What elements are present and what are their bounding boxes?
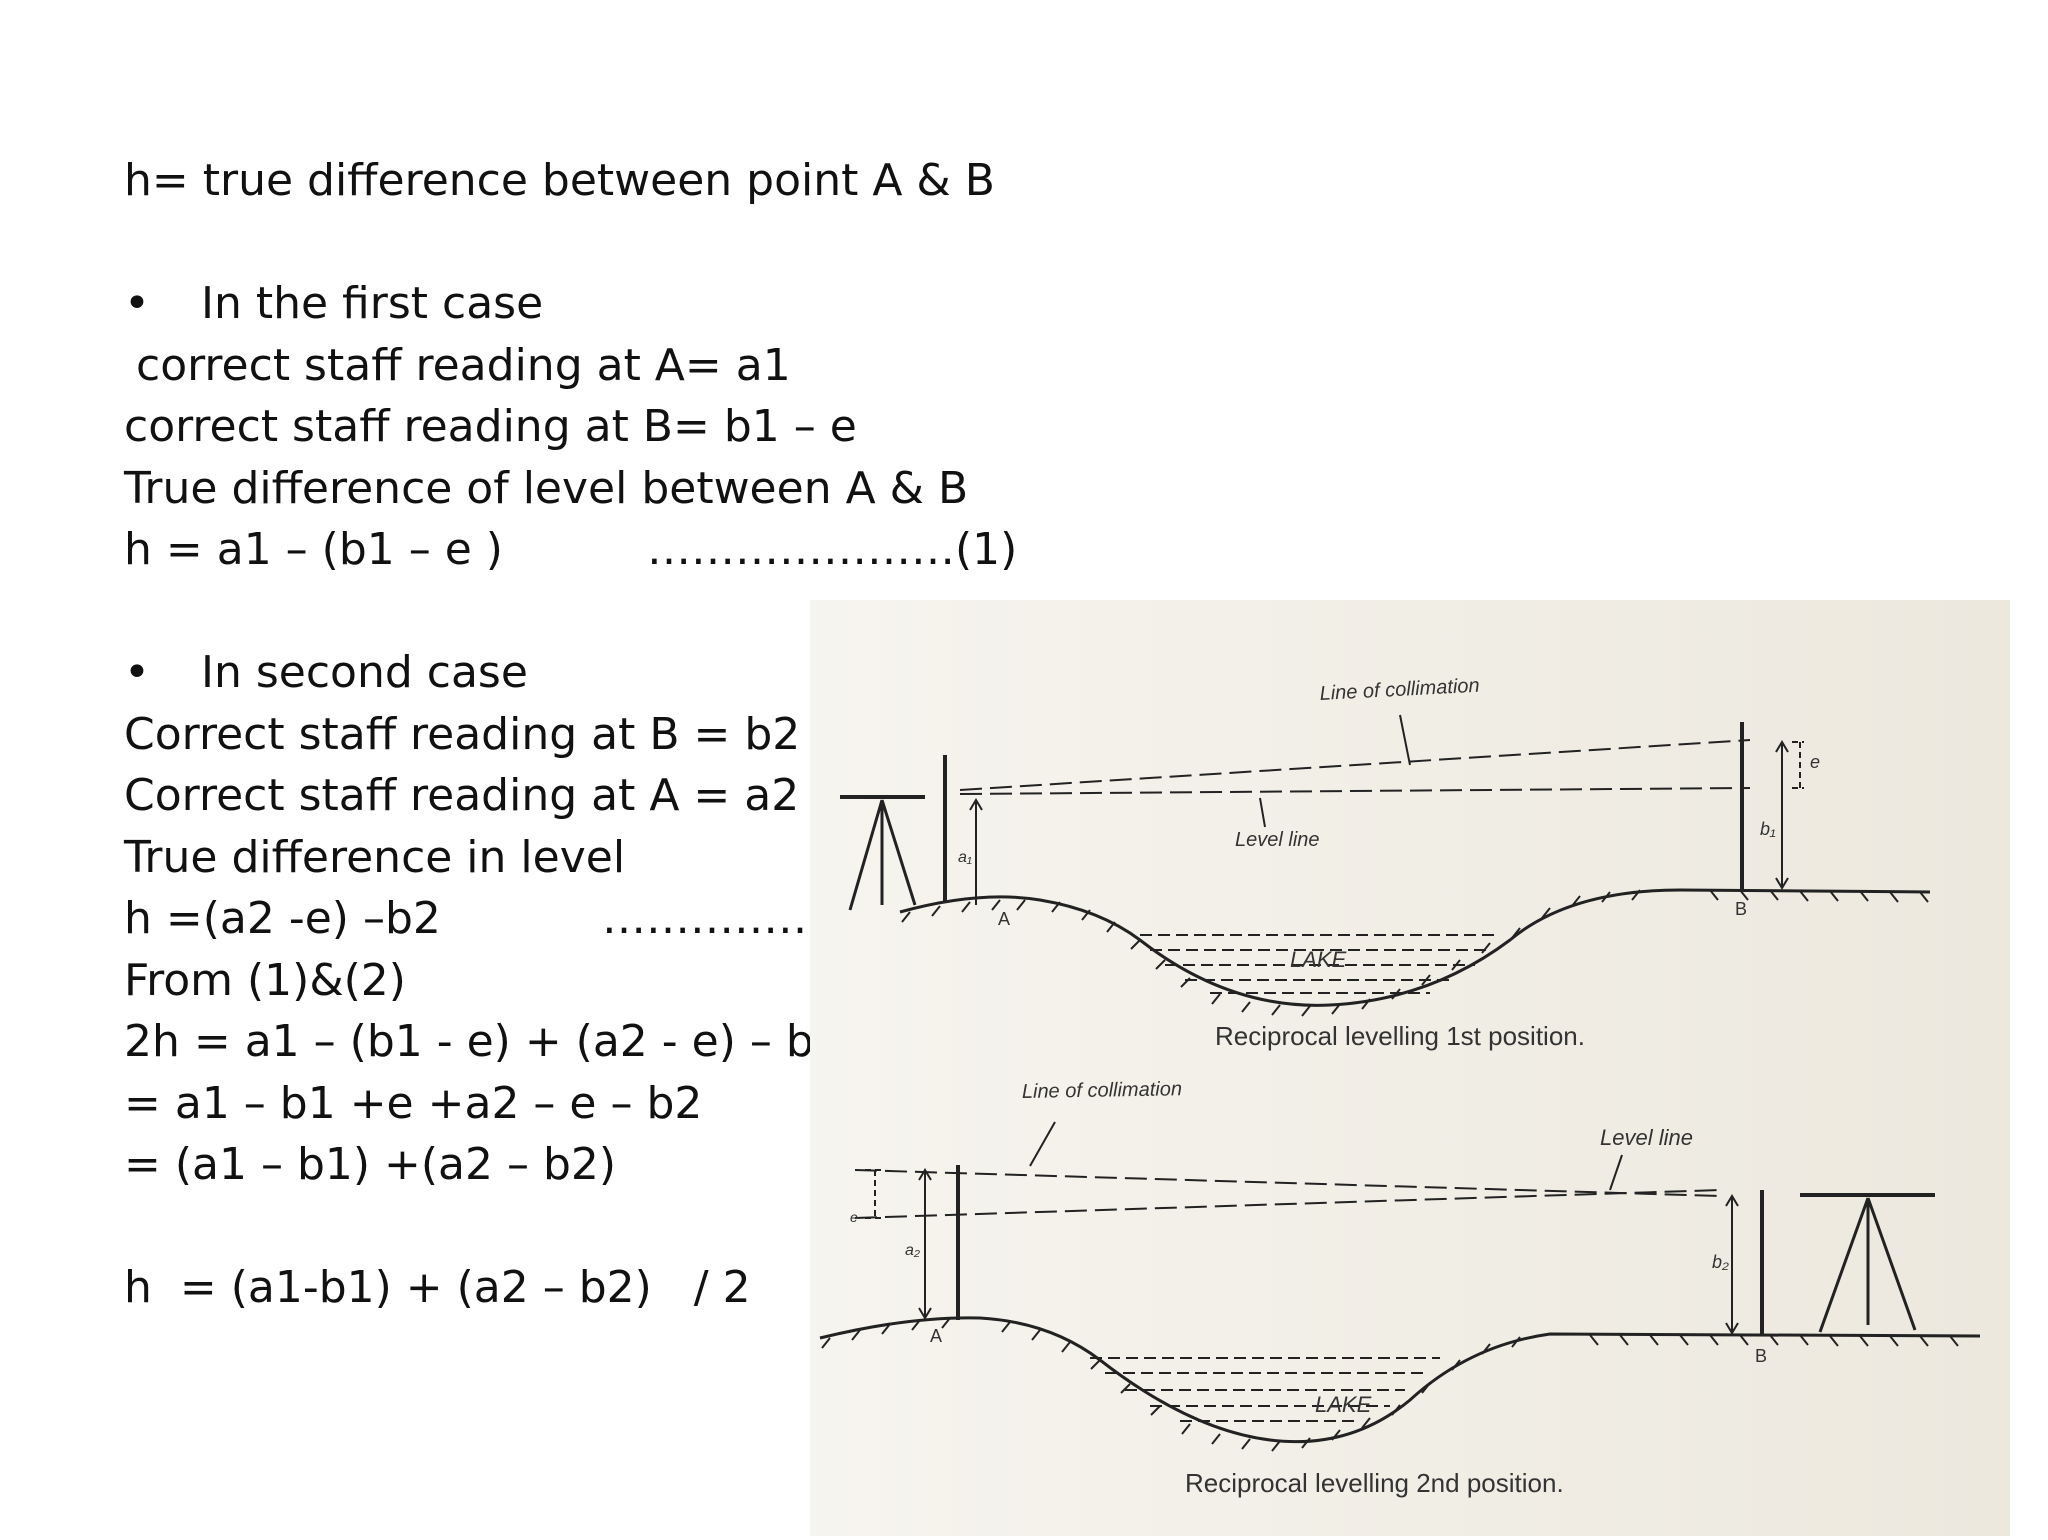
top-level-line-label: Level line [1235, 829, 1320, 851]
bullet: • [124, 278, 150, 329]
level-line-leader [1609, 1154, 1623, 1191]
bottom-caption: Reciprocal levelling 2nd position. [1185, 1468, 1564, 1498]
collimation-line [854, 1169, 1721, 1197]
equation-1: h = a1 – (b1 – e ) …………………(1) [124, 519, 1024, 581]
first-case-heading-text: In the first case [201, 278, 544, 329]
slide-text: h= true difference between point A & B •… [124, 150, 1024, 1319]
reciprocal-levelling-figure: Line of collimation Level line LAKE A B … [810, 600, 2010, 1536]
top-diagram [840, 714, 1931, 1017]
bottom-diagram [819, 1121, 1981, 1452]
first-case-line-2: correct staff reading at B= b1 – e [124, 401, 857, 452]
second-case-line-2: Correct staff reading at A = a2 – e [124, 770, 877, 821]
top-e-label: e [1810, 752, 1820, 772]
level-line [959, 787, 1751, 795]
derivation-step-2: = a1 – b1 +e +a2 – e – b2 [124, 1077, 703, 1129]
collimation-leader [1399, 714, 1411, 766]
top-lake-label: LAKE [1290, 947, 1347, 972]
bottom-point-b: B [1755, 1346, 1767, 1366]
ground-hatching [821, 1317, 1959, 1452]
top-point-a: A [998, 909, 1010, 929]
final-result: h = (a1-b1) + (a2 – b2) / 2 [124, 1262, 751, 1313]
derivation-intro: From (1)&(2) [124, 954, 406, 1006]
derivation-step-3: = (a1 – b1) +(a2 – b2) [124, 1139, 617, 1190]
equation-2-text: h =(a2 -e) –b2 [124, 893, 441, 944]
second-case-heading: • In second case [124, 642, 1024, 704]
equation-1-text: h = a1 – (b1 – e ) [124, 524, 503, 575]
second-case-line-1: Correct staff reading at B = b2 [124, 708, 801, 760]
definition-line: h= true difference between point A & B [124, 155, 995, 206]
level-line-leader [1259, 797, 1266, 828]
first-case-heading: • In the first case [124, 273, 1024, 335]
top-b1-label: b₁ [1760, 819, 1776, 839]
top-point-b: B [1735, 899, 1747, 919]
lake-water [1140, 934, 1500, 994]
bottom-collimation-label: Line of collimation [1022, 1078, 1182, 1103]
ground-line [899, 888, 1931, 1007]
bottom-level-line-label: Level line [1600, 1125, 1693, 1150]
top-a1-label: a₁ [958, 849, 972, 866]
first-case-line-1: correct staff reading at A= a1 [136, 339, 791, 391]
first-case-line-3: True difference of level between A & B [124, 462, 969, 514]
collimation-line [959, 739, 1751, 791]
collimation-leader [1029, 1121, 1056, 1167]
reciprocal-levelling-diagram: Line of collimation Level line LAKE A B … [810, 600, 2010, 1536]
e-dimension [1792, 741, 1804, 789]
e-dimension [865, 1169, 885, 1219]
bottom-e-label: e [850, 1209, 858, 1225]
top-caption: Reciprocal levelling 1st position. [1215, 1021, 1585, 1051]
scanned-paper-background [810, 600, 2010, 1536]
bottom-a2-label: a₂ [905, 1242, 920, 1259]
bottom-b2-label: b₂ [1712, 1252, 1729, 1272]
equation-1-ref: …………………(1) [647, 524, 1018, 575]
bottom-point-a: A [930, 1326, 942, 1346]
second-case-heading-text: In second case [201, 647, 528, 698]
bottom-diagram-labels: Line of collimation Level line LAKE A B … [850, 1078, 1767, 1498]
bottom-lake-label: LAKE [1315, 1392, 1372, 1417]
second-case-line-3: True difference in level [124, 831, 626, 883]
level-line [854, 1189, 1721, 1219]
bullet: • [124, 647, 150, 698]
